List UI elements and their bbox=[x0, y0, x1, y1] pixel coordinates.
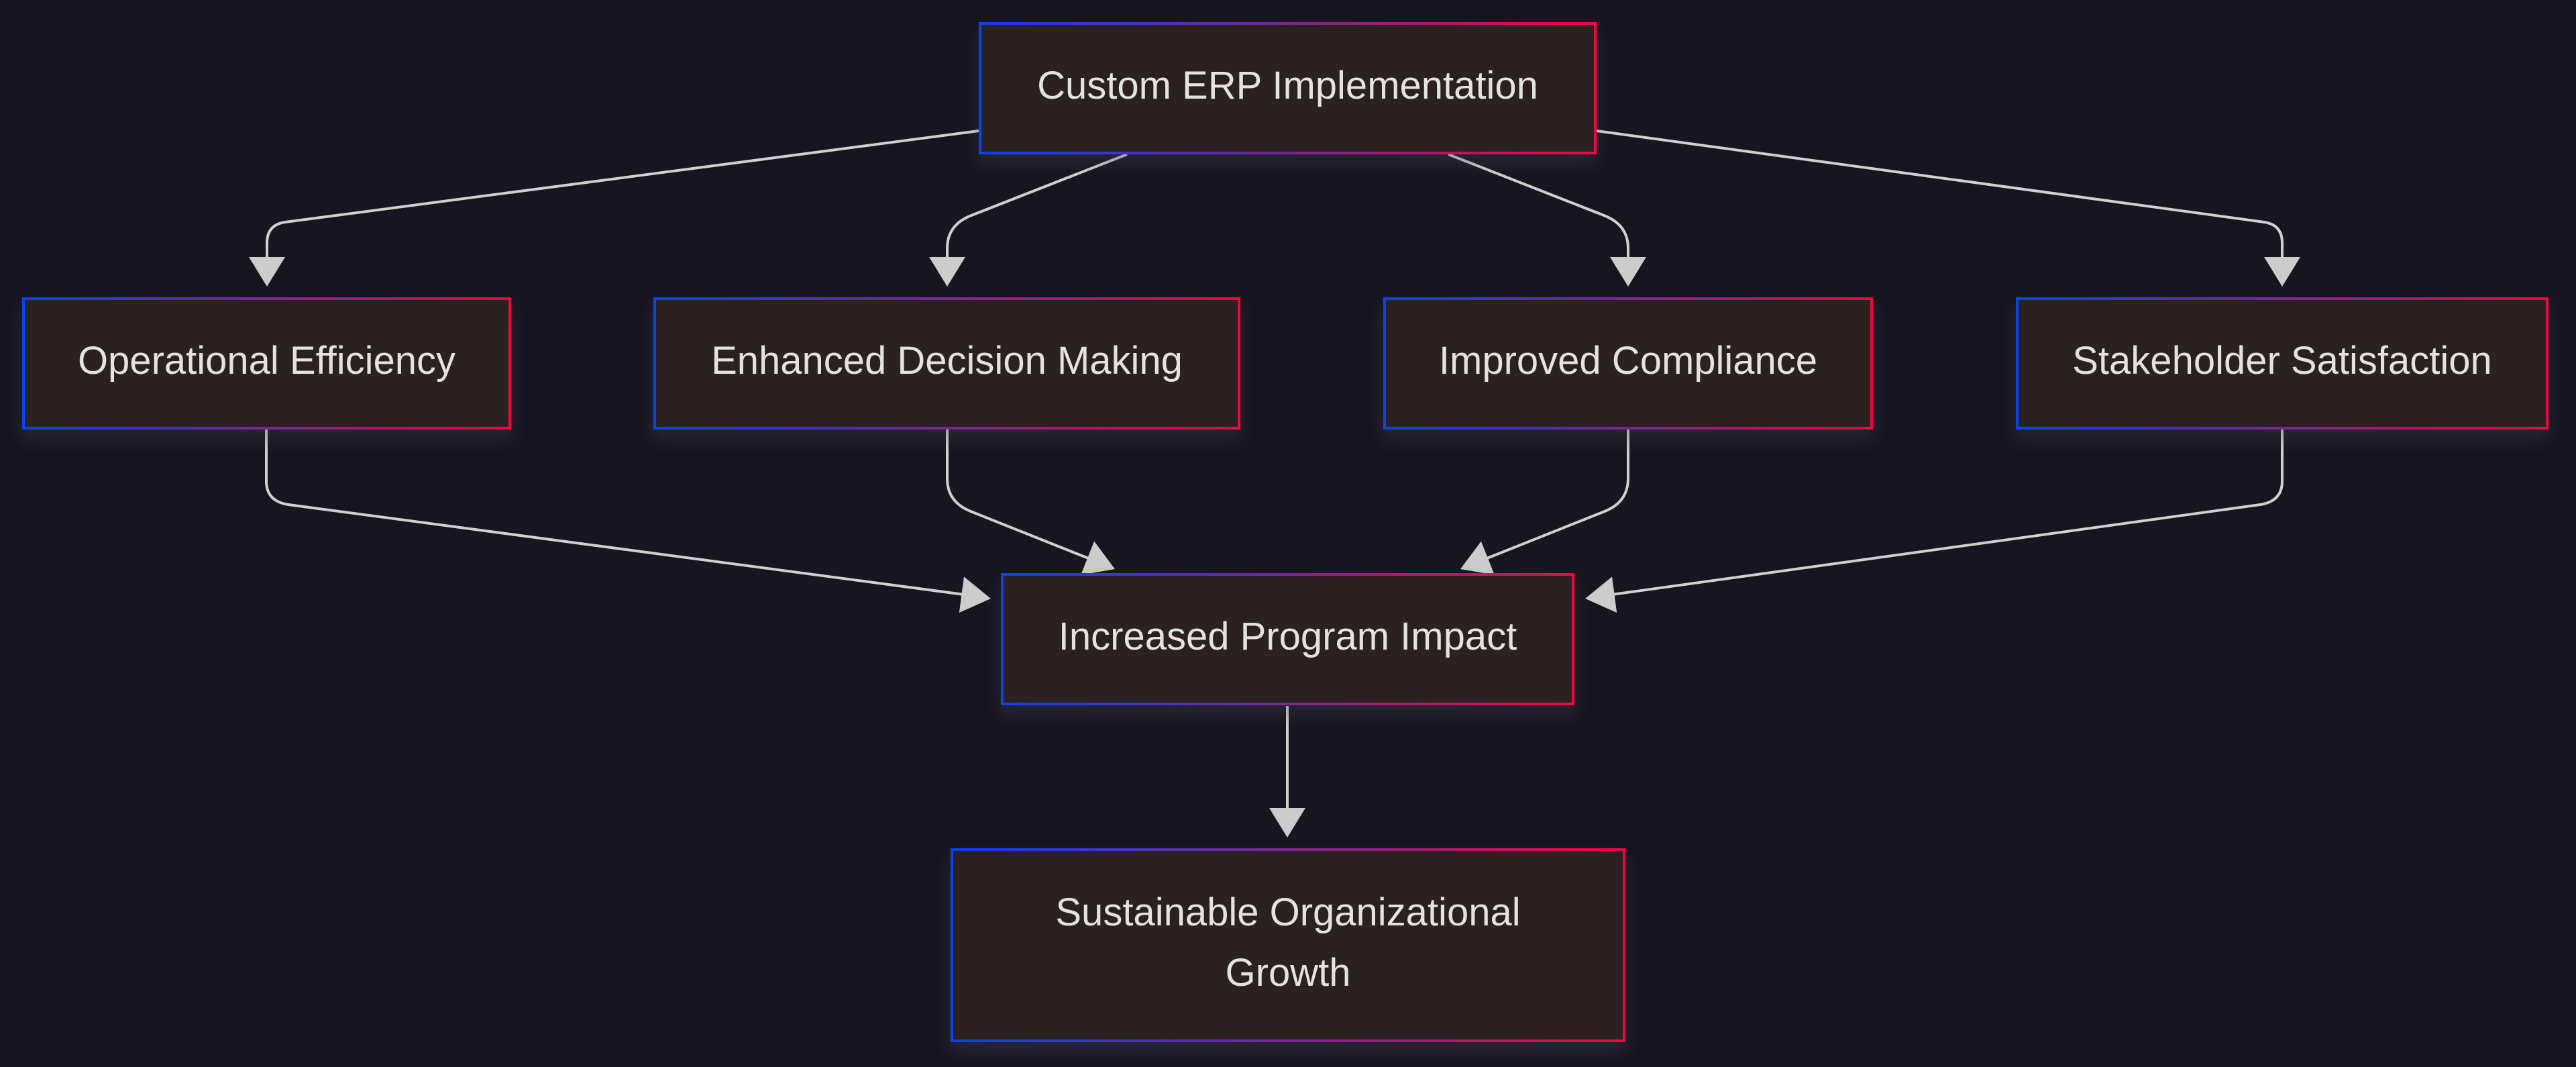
node-box[interactable] bbox=[22, 297, 511, 429]
node-label: Custom ERP Implementation bbox=[1037, 64, 1538, 107]
node-impact[interactable]: Increased Program Impact bbox=[1001, 573, 1574, 705]
edge-erp-stakeholder bbox=[1596, 130, 2300, 287]
node-label: Improved Compliance bbox=[1439, 339, 1817, 383]
edge-compliance-impact bbox=[1460, 429, 1629, 575]
arrowhead-icon bbox=[1460, 541, 1495, 575]
edge-line bbox=[946, 429, 1091, 560]
node-compliance[interactable]: Improved Compliance bbox=[1383, 297, 1873, 429]
node-box[interactable] bbox=[979, 22, 1597, 154]
node-label: Growth bbox=[1226, 951, 1351, 995]
edge-line bbox=[265, 429, 965, 596]
node-efficiency[interactable]: Operational Efficiency bbox=[22, 297, 511, 429]
edge-line bbox=[1448, 153, 1629, 258]
edge-line bbox=[266, 130, 979, 258]
node-box[interactable] bbox=[951, 848, 1625, 1042]
edge-decision-impact bbox=[946, 429, 1115, 575]
edge-line bbox=[946, 153, 1128, 258]
arrowhead-icon bbox=[1269, 808, 1305, 837]
edge-erp-compliance bbox=[1448, 153, 1646, 287]
edges-layer bbox=[249, 130, 2300, 837]
node-box[interactable] bbox=[1001, 573, 1574, 705]
edge-erp-decision bbox=[929, 153, 1128, 287]
arrowhead-icon bbox=[1585, 576, 1617, 613]
edge-efficiency-impact bbox=[265, 429, 991, 613]
node-label: Stakeholder Satisfaction bbox=[2072, 339, 2491, 383]
node-erp[interactable]: Custom ERP Implementation bbox=[979, 22, 1597, 154]
node-label: Sustainable Organizational bbox=[1055, 891, 1520, 934]
edge-line bbox=[1611, 429, 2284, 596]
edge-line bbox=[1596, 130, 2284, 258]
arrowhead-icon bbox=[249, 257, 285, 287]
node-box[interactable] bbox=[1383, 297, 1873, 429]
arrowhead-icon bbox=[1081, 541, 1115, 575]
edge-stakeholder-impact bbox=[1585, 429, 2284, 613]
node-box[interactable] bbox=[2016, 297, 2548, 429]
node-decision[interactable]: Enhanced Decision Making bbox=[653, 297, 1240, 429]
node-stakeholder[interactable]: Stakeholder Satisfaction bbox=[2016, 297, 2548, 429]
node-box[interactable] bbox=[653, 297, 1240, 429]
edge-erp-efficiency bbox=[249, 130, 979, 287]
arrowhead-icon bbox=[929, 257, 965, 287]
arrowhead-icon bbox=[2264, 257, 2300, 287]
arrowhead-icon bbox=[1610, 257, 1646, 287]
node-label: Increased Program Impact bbox=[1059, 615, 1517, 658]
node-label: Enhanced Decision Making bbox=[711, 339, 1183, 383]
edge-line bbox=[1485, 429, 1629, 560]
edge-impact-growth bbox=[1269, 706, 1305, 837]
node-label: Operational Efficiency bbox=[78, 339, 455, 383]
arrowhead-icon bbox=[959, 576, 991, 613]
